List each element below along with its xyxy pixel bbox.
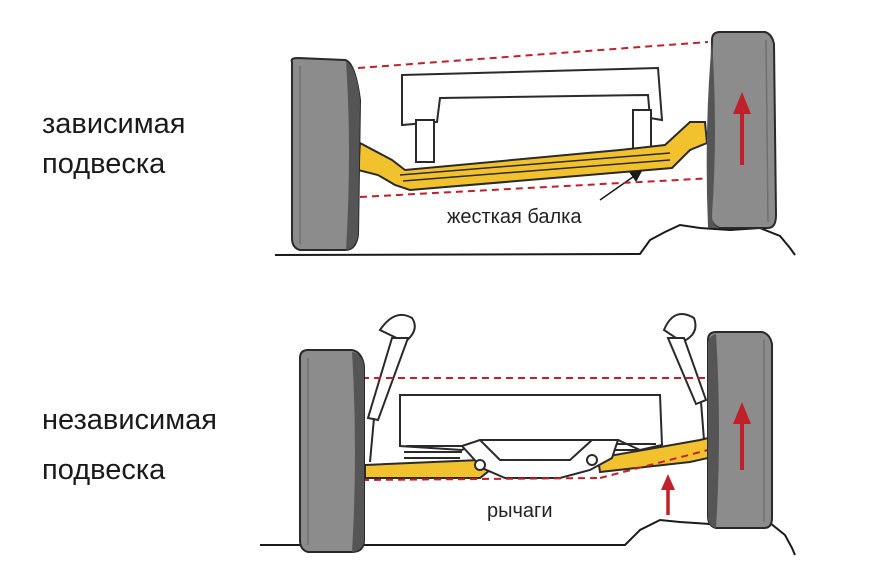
dependent-title-line2: подвеска	[42, 148, 166, 180]
independent-suspension-drawing	[260, 313, 796, 556]
left-tire-top	[290, 56, 362, 251]
lift-arrow-top	[733, 92, 751, 165]
dashed-line-bottom-lower-right	[599, 449, 709, 479]
lift-arrow-arm	[661, 474, 675, 515]
independent-title-line1: независимая	[42, 404, 218, 436]
beam-callout-pointer	[599, 170, 643, 201]
left-tire-bottom	[299, 349, 365, 553]
vehicle-frame-top	[401, 66, 664, 127]
arms-callout: рычаги	[487, 500, 553, 522]
dependent-suspension-drawing	[274, 31, 796, 256]
independent-suspension-title: независимая подвеска	[42, 400, 217, 490]
ground-line-top	[274, 223, 796, 256]
frame-mount-right-top	[632, 109, 652, 153]
dependent-title-line1: зависимая	[42, 108, 186, 140]
spring-left	[404, 445, 462, 459]
dependent-suspension-title: зависимая подвеска	[42, 104, 186, 184]
rigid-beam-line-1	[399, 152, 671, 176]
subframe-center	[460, 438, 620, 479]
pivot-right	[586, 454, 598, 466]
rigid-beam-callout: жесткая балка	[447, 206, 582, 228]
dashed-line-top-upper	[357, 41, 709, 69]
lift-arrow-bottom	[733, 402, 751, 470]
control-arm-left	[364, 458, 492, 479]
vehicle-frame-bottom	[399, 394, 664, 452]
shock-absorber-right	[662, 313, 708, 441]
dashed-line-bottom-lower-left	[361, 477, 601, 481]
rigid-beam-line-2	[402, 159, 671, 182]
independent-title-line2: подвеска	[42, 454, 166, 486]
pivot-left	[474, 459, 486, 471]
frame-mount-left-top	[415, 119, 435, 163]
